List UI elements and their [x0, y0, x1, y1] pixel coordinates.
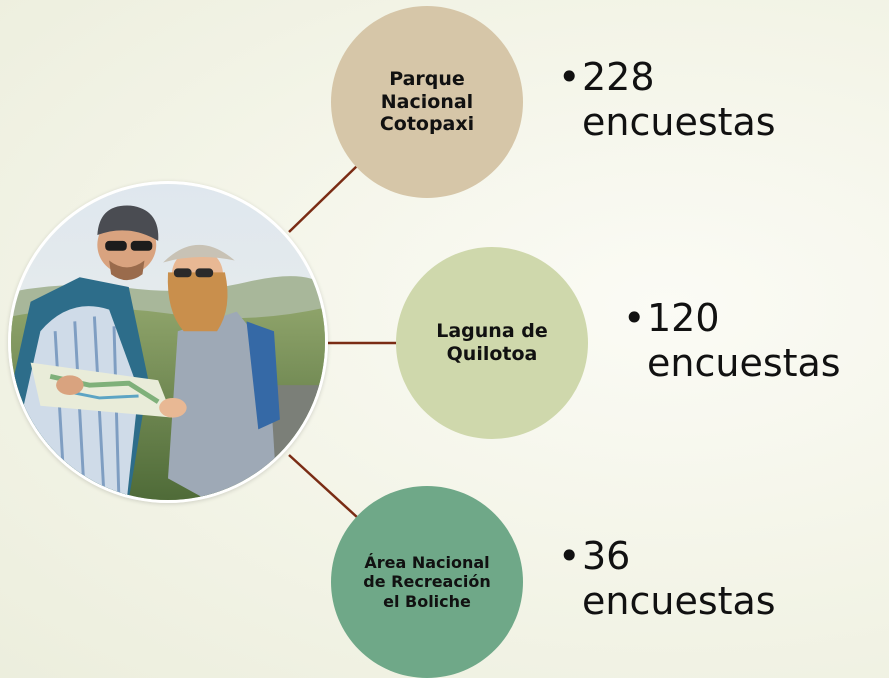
- node-label: Laguna de Quilotoa: [436, 320, 548, 365]
- node-area-nacional-recreacion-el-boliche: Área Nacional de Recreación el Boliche: [331, 486, 523, 678]
- bullet-icon: •: [558, 55, 581, 99]
- stat-cotopaxi: • 228 encuestas: [558, 55, 776, 145]
- node-label: Parque Nacional Cotopaxi: [379, 67, 475, 136]
- node-parque-nacional-cotopaxi: Parque Nacional Cotopaxi: [331, 6, 523, 198]
- stat-quilotoa: • 120 encuestas: [623, 296, 841, 386]
- stat-number: 120: [647, 296, 720, 340]
- bullet-icon: •: [623, 296, 646, 340]
- bullet-icon: •: [558, 534, 581, 578]
- stat-number: 228: [582, 55, 655, 99]
- connector-line-1: [288, 164, 359, 233]
- stat-unit: encuestas: [582, 578, 776, 623]
- stat-boliche: • 36 encuestas: [558, 534, 776, 624]
- node-laguna-de-quilotoa: Laguna de Quilotoa: [396, 247, 588, 439]
- tourists-with-map-photo: [8, 181, 328, 503]
- connector-line-3: [288, 454, 359, 519]
- stat-number: 36: [582, 534, 631, 578]
- stat-unit: encuestas: [582, 99, 776, 144]
- node-label: Área Nacional de Recreación el Boliche: [363, 552, 491, 611]
- stat-unit: encuestas: [647, 340, 841, 385]
